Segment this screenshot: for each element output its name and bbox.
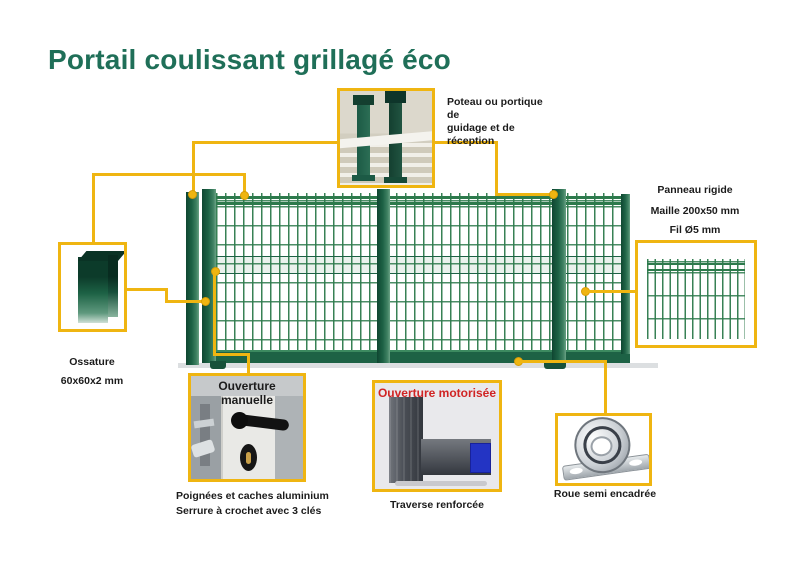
manual-keyhole — [246, 452, 251, 464]
manual-caption-2: Serrure à crochet avec 3 clés — [176, 505, 322, 517]
panel-label-2: Maille 200x50 mm — [650, 205, 740, 217]
motor-vertical-profile — [389, 397, 423, 483]
ossature-tube-side — [108, 255, 118, 317]
callout-line — [165, 300, 208, 303]
manual-lock-slot — [200, 404, 210, 466]
callout-line — [92, 173, 246, 176]
manual-door-face — [275, 396, 303, 479]
callout-line — [495, 193, 557, 196]
rigid-panel-photo — [635, 240, 757, 348]
motor-opening-photo: Ouverture motorisée — [372, 380, 502, 492]
callout-dot — [188, 190, 197, 199]
manual-opening-photo: Ouverture manuelle — [188, 373, 306, 482]
panel-label-3: Fil Ø5 mm — [669, 224, 721, 236]
callout-line — [192, 141, 195, 196]
guide-post-photo — [337, 88, 435, 188]
page-title: Portail coulissant grillagé éco — [48, 44, 451, 75]
motor-profile-ribs — [389, 397, 423, 483]
callout-line — [213, 271, 216, 356]
gate-roller-right — [544, 361, 566, 369]
callout-dot — [240, 191, 249, 200]
manual-handle-knob — [231, 412, 248, 429]
gate-bottom-rail — [203, 350, 630, 363]
callout-line — [213, 353, 250, 356]
motor-blue-cap — [470, 443, 491, 473]
callout-line — [247, 353, 250, 375]
callout-line — [243, 173, 246, 197]
guide-post-label-line2: guidage et de réception — [447, 122, 515, 147]
guide-post-label-line1: Poteau ou portique de — [447, 96, 543, 121]
callout-dot — [201, 297, 210, 306]
callout-line — [127, 288, 168, 291]
ossature-tube-top — [78, 251, 124, 261]
callout-line — [604, 360, 607, 415]
callout-line — [92, 173, 95, 243]
callout-line — [433, 141, 498, 144]
gate-right-upright — [552, 189, 566, 363]
manual-caption-1: Poignées et caches aluminium — [176, 490, 329, 502]
callout-line — [165, 288, 168, 303]
gate-middle-upright — [377, 189, 390, 363]
manual-opening-header: Ouverture manuelle — [218, 379, 276, 407]
mesh-fold-band — [216, 256, 621, 274]
callout-line — [495, 141, 498, 196]
callout-line — [518, 360, 607, 363]
wheel-photo — [555, 413, 652, 486]
photo-post-right-foot — [384, 177, 407, 183]
callout-line — [585, 290, 635, 293]
panel-mesh — [647, 259, 745, 339]
callout-dot — [549, 190, 558, 199]
guide-post — [186, 192, 199, 365]
panel-top-wire — [647, 263, 745, 265]
motor-caption: Traverse renforcée — [390, 499, 484, 511]
motor-opening-header: Ouverture motorisée — [377, 386, 497, 400]
gate-roller-left — [210, 361, 226, 369]
photo-post-left-head — [353, 95, 374, 105]
motor-shadow — [395, 481, 487, 486]
ossature-tube-front — [78, 257, 108, 323]
ossature-label-1: Ossature — [69, 356, 115, 368]
gate-left-upright — [202, 189, 216, 363]
gate-tail-bar — [621, 194, 630, 354]
ossature-photo — [58, 242, 127, 332]
gate-top-wire-2 — [203, 202, 630, 205]
photo-post-right-head — [385, 91, 406, 103]
wheel-group — [558, 416, 649, 483]
panel-label-1: Panneau rigide — [657, 184, 733, 196]
callout-line — [192, 141, 339, 144]
ground-shadow — [178, 363, 658, 368]
ossature-label-2: 60x60x2 mm — [60, 375, 124, 387]
photo-post-left-foot — [352, 175, 375, 181]
wheel-caption: Roue semi encadrée — [553, 488, 657, 500]
gate-top-wire — [203, 196, 630, 199]
manual-header-band — [191, 376, 303, 396]
guide-post-label: Poteau ou portique de guidage et de réce… — [447, 96, 557, 148]
panel-top-wire-2 — [647, 269, 745, 271]
